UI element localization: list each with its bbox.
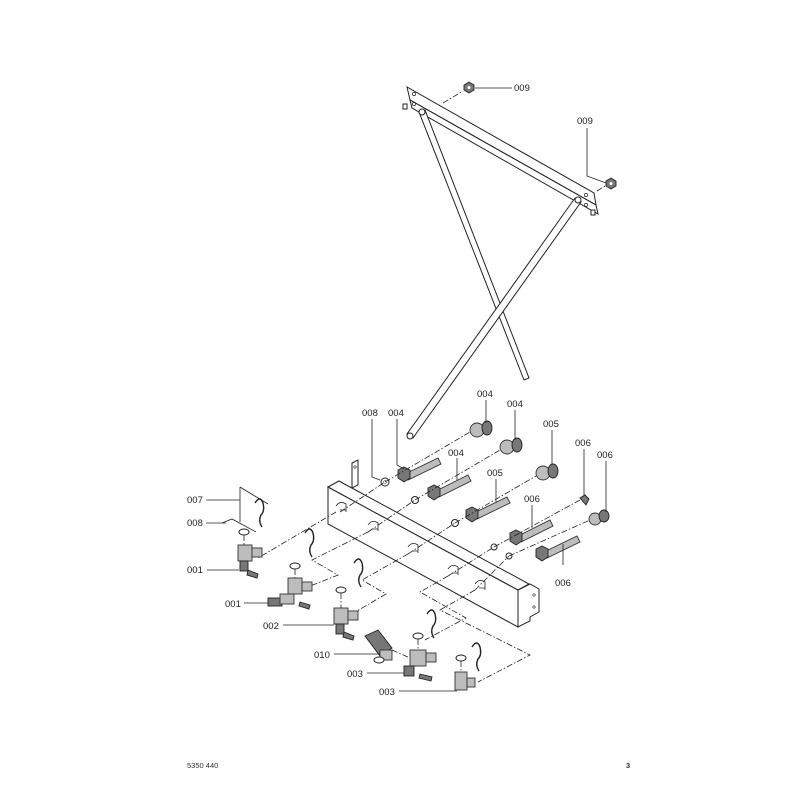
clip-006 [579,494,590,506]
retaining-clip-007-outline [221,486,269,533]
union-nut-004-a [469,420,493,438]
union-nut-005 [535,463,559,481]
callout-004-d: 004 [448,448,464,459]
pipe-004-upper [397,457,442,483]
pipe-004-lower [427,474,472,501]
callout-003-a: 003 [347,669,363,680]
callout-009-right: 009 [577,116,593,127]
page-number: 3 [626,761,631,770]
callout-004-a: 004 [388,408,404,419]
callout-006-c: 006 [524,494,540,505]
pipe-006-upper [509,519,554,546]
leader-lines [206,87,607,692]
callout-006-a: 006 [575,438,591,449]
callout-005-a: 005 [543,419,559,430]
callout-004-b: 004 [477,389,493,400]
callout-001-a: 001 [187,565,203,576]
assembly-axes [257,431,591,683]
callout-007: 007 [187,495,203,506]
pipe-006-lower [535,535,581,562]
callout-005-b: 005 [487,468,503,479]
document-number: 5350 440 [187,761,219,770]
pipe-005 [465,496,511,523]
callout-006-b: 006 [597,450,613,461]
callout-004-c: 004 [507,399,523,410]
valve-001-a [237,528,263,579]
valve-003-a [403,632,437,682]
callout-008-upper: 008 [362,408,378,419]
valve-002 [333,586,359,641]
mounting-rail [326,459,540,628]
valve-001-b [267,562,313,610]
callout-002: 002 [263,621,279,632]
filling-device-010 [364,629,393,664]
union-nut-004-b [499,437,523,455]
callout-001-b: 001 [225,599,241,610]
union-nut-006 [588,509,610,526]
callout-010: 010 [314,650,330,661]
callout-006-d: 006 [555,578,571,589]
wall-bracket [402,86,599,216]
valve-003-b [454,654,476,691]
callout-003-b: 003 [379,687,395,698]
valve-axes [243,535,462,672]
diagonal-strut-right [406,196,582,440]
nut-009-top [463,81,475,94]
callout-008-lower: 008 [187,518,203,529]
callout-009-top: 009 [514,83,530,94]
nut-009-right [605,177,617,190]
